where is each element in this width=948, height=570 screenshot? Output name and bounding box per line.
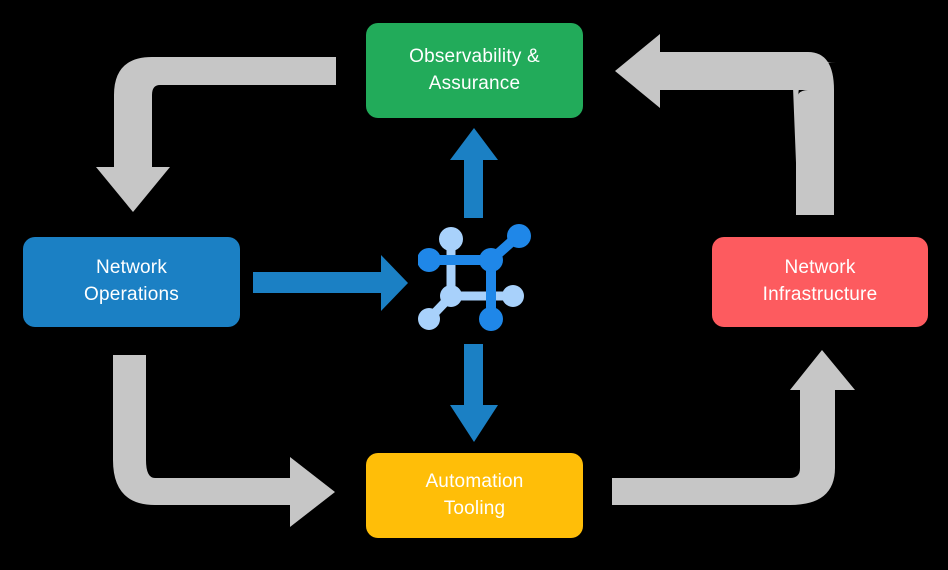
node-observability-assurance[interactable]: Observability & Assurance: [366, 23, 583, 118]
arrow-hub-to-observability: [450, 128, 498, 218]
hub-node-strong-center: [479, 248, 503, 272]
arrow-operations-to-hub: [253, 255, 408, 311]
node-automation-tooling[interactable]: Automation Tooling: [366, 453, 583, 538]
hub-node-strong-left: [418, 248, 441, 272]
hub-node-light-top: [439, 227, 463, 251]
network-topology-icon: [418, 224, 531, 331]
hub-node-light-mid: [440, 285, 462, 307]
arrow-infrastructure-to-observability: [792, 62, 836, 213]
hub-node-light-right: [502, 285, 524, 307]
node-network-operations[interactable]: Network Operations: [23, 237, 240, 327]
hub-node-light-bottom-left: [418, 308, 440, 330]
arrow-infrastructure-to-observability-body: [615, 34, 834, 215]
arrow-automation-to-infrastructure: [612, 350, 855, 505]
arrow-hub-to-automation: [450, 344, 498, 442]
hub-node-strong-bottom: [479, 307, 503, 331]
arrow-operations-to-automation: [113, 355, 335, 527]
arrow-observability-to-operations: [96, 57, 336, 212]
node-network-infrastructure[interactable]: Network Infrastructure: [712, 237, 928, 327]
hub-node-strong-top-right: [507, 224, 531, 248]
